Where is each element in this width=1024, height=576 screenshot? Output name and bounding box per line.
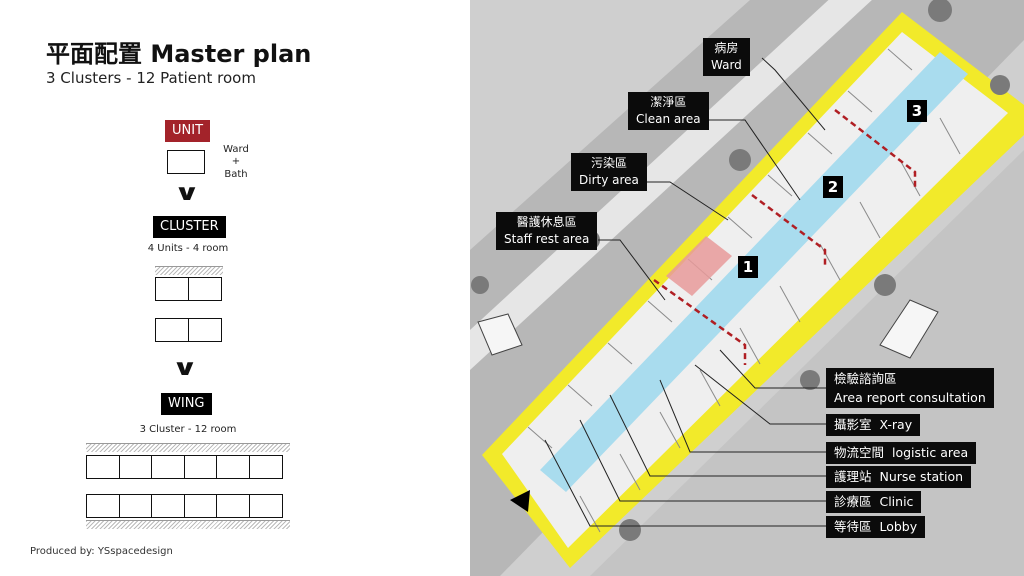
cluster-dividers — [653, 109, 917, 365]
ambulance-right — [879, 299, 939, 359]
unit-cell — [216, 494, 250, 518]
legend-xray-en: X-ray — [879, 417, 913, 432]
cluster-caption: 4 Units - 4 room — [147, 243, 229, 254]
unit-cell — [216, 455, 250, 479]
cluster-hatch-top — [155, 266, 223, 275]
callout-ward: 病房 Ward — [703, 38, 750, 76]
unit-room-icon — [167, 150, 205, 174]
callout-clean-zh: 潔淨區 — [650, 95, 687, 109]
leader-lines — [544, 57, 840, 527]
cluster-tag: CLUSTER — [153, 216, 226, 238]
legend-xray-zh: 攝影室 — [834, 417, 872, 432]
legend-logistic-en: logistic area — [891, 445, 969, 460]
unit-caption-plus: + — [231, 156, 241, 167]
wing-hatch-bottom — [86, 520, 290, 529]
page-title: 平面配置 Master plan — [46, 40, 312, 68]
unit-cell — [183, 455, 218, 479]
legend-consultation: 檢驗諮詢區 Area report consultation — [826, 368, 994, 408]
legend-clinic-en: Clinic — [879, 494, 914, 509]
entrance-arrow-icon — [510, 490, 530, 512]
unit-caption-bath: Bath — [224, 169, 248, 180]
hierarchy-panel: 平面配置 Master plan 3 Clusters - 12 Patient… — [0, 0, 470, 576]
legend-consultation-zh: 檢驗諮詢區 — [834, 371, 897, 386]
wing-caption: 3 Cluster - 12 room — [139, 424, 237, 435]
chevron-down-icon: ∨ — [171, 356, 199, 381]
callout-ward-en: Ward — [711, 58, 742, 72]
callout-staff-rest: 醫護休息區 Staff rest area — [496, 212, 598, 250]
cluster-number-2: 2 — [823, 176, 843, 198]
wing-row-top — [86, 455, 283, 479]
unit-caption-ward: Ward — [223, 144, 249, 155]
unit-cell — [248, 455, 283, 479]
staff-rest-room — [666, 236, 732, 296]
unit-cell — [183, 494, 218, 518]
axonometric-plan: 病房 Ward 潔淨區 Clean area 污染區 Dirty area 醫護… — [470, 0, 1024, 576]
cluster-number-1: 1 — [738, 256, 758, 278]
page-subtitle: 3 Clusters - 12 Patient room — [46, 69, 256, 87]
unit-cell — [187, 277, 222, 301]
wing-tag: WING — [161, 393, 212, 415]
unit-cell — [118, 494, 153, 518]
unit-cell — [187, 318, 222, 342]
unit-cell — [151, 494, 185, 518]
callout-dirty-area: 污染區 Dirty area — [571, 153, 647, 191]
sidewalk-strip — [470, 0, 872, 370]
credit-text: Produced by: YSspacedesign — [30, 546, 173, 557]
plan-illustration — [470, 0, 1024, 576]
unit-cell — [118, 455, 153, 479]
unit-cell — [248, 494, 283, 518]
wing-row-bottom — [86, 494, 283, 518]
legend-logistic-zh: 物流空間 — [834, 445, 885, 460]
callout-clean-area: 潔淨區 Clean area — [628, 92, 709, 130]
unit-cell — [86, 494, 120, 518]
legend-clinic: 診療區 Clinic — [826, 491, 922, 513]
cluster-number-3: 3 — [907, 100, 927, 122]
chevron-down-icon: ∨ — [173, 181, 201, 206]
legend-consultation-en: Area report consultation — [834, 390, 986, 405]
callout-staff-zh: 醫護休息區 — [516, 215, 577, 229]
callout-ward-zh: 病房 — [714, 41, 739, 55]
legend-nurse-en: Nurse station — [879, 469, 964, 484]
cluster-row-top — [155, 277, 222, 301]
callout-dirty-zh: 污染區 — [590, 156, 627, 170]
legend-nurse-station: 護理站 Nurse station — [826, 466, 972, 488]
cluster-row-bottom — [155, 318, 222, 342]
unit-cell — [155, 318, 189, 342]
legend-nurse-zh: 護理站 — [834, 469, 872, 484]
legend-xray: 攝影室 X-ray — [826, 414, 921, 436]
unit-cell — [151, 455, 185, 479]
unit-cell — [155, 277, 189, 301]
legend-clinic-zh: 診療區 — [834, 494, 872, 509]
legend-lobby-en: Lobby — [879, 519, 918, 534]
unit-tag: UNIT — [165, 120, 211, 142]
legend-lobby: 等待區 Lobby — [826, 516, 926, 538]
ambulance-left — [477, 313, 523, 356]
legend-lobby-zh: 等待區 — [834, 519, 872, 534]
callout-dirty-en: Dirty area — [579, 173, 639, 187]
callout-clean-en: Clean area — [636, 112, 701, 126]
unit-cell — [86, 455, 120, 479]
lower-room-walls — [579, 117, 961, 533]
legend-logistic: 物流空間 logistic area — [826, 442, 977, 464]
wing-hatch-top — [86, 443, 290, 452]
callout-staff-en: Staff rest area — [504, 232, 590, 246]
